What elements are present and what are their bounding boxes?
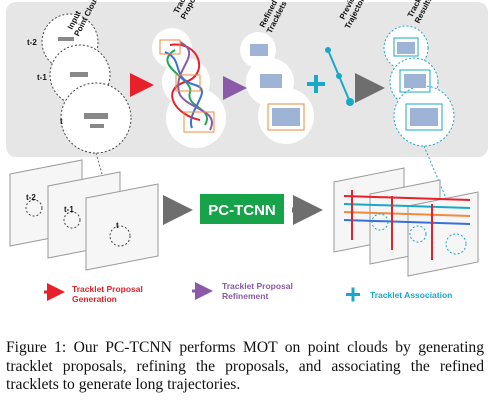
legend-item-2-line1: Tracklet Proposal <box>222 281 293 291</box>
bottom-frame-label-t-2: t-2 <box>26 193 36 202</box>
legend-cyan-plus-icon <box>346 287 360 302</box>
bottom-frame-label-t: t <box>116 221 119 230</box>
legend-item-2-line2: Refinement <box>222 291 268 301</box>
input-frames <box>9 159 159 271</box>
tracking-results <box>383 25 455 147</box>
model-box <box>200 194 284 224</box>
tracklet-proposals <box>152 28 226 148</box>
previous-trajectories <box>325 47 354 106</box>
legend-item-3-label: Tracklet Association <box>370 290 452 300</box>
frame-label-t-2: t-2 <box>27 38 37 47</box>
legend-item-1-line2: Generation <box>72 294 117 304</box>
figure-1: t-2 t-1 t Input Point Clouds Tracklet Pr… <box>6 0 488 304</box>
legend: Tracklet Proposal Generation Tracklet Pr… <box>44 281 452 304</box>
frame-label-t-1: t-1 <box>37 73 47 82</box>
frame-label-t: t <box>60 117 63 126</box>
figure-caption: Figure 1: Our PC-TCNN performs MOT on po… <box>6 339 484 394</box>
association-plus-icon <box>307 75 325 93</box>
model-box-label: PC-TCNN <box>208 202 276 219</box>
output-frames <box>333 167 479 277</box>
input-point-clouds <box>41 13 132 154</box>
legend-item-1-line1: Tracklet Proposal <box>72 284 143 294</box>
refined-tracklets <box>240 32 314 144</box>
bottom-frame-label-t-1: t-1 <box>64 205 74 214</box>
